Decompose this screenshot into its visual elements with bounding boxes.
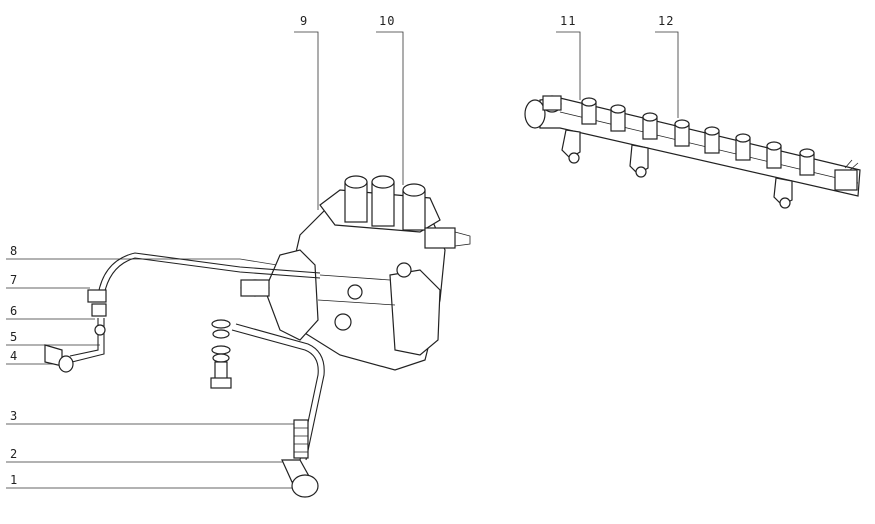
callout-label-11: 11 — [560, 14, 576, 28]
callout-2: 2 — [6, 447, 285, 463]
callout-label-4: 4 — [10, 349, 18, 363]
callout-label-10: 10 — [379, 14, 395, 28]
callout-label-12: 12 — [658, 14, 674, 28]
fuel-pipe-lower — [210, 319, 325, 498]
callout-1: 1 — [6, 473, 300, 489]
fuel-pipe-upper — [44, 252, 321, 373]
callout-10: 10 — [376, 14, 404, 185]
callout-9: 9 — [294, 14, 319, 210]
fuel-rail — [524, 95, 861, 209]
callout-label-9: 9 — [300, 14, 308, 28]
callout-5: 5 — [6, 330, 100, 346]
callout-label-1: 1 — [10, 473, 18, 487]
callout-8: 8 — [6, 244, 321, 273]
callout-label-6: 6 — [10, 304, 18, 318]
callout-label-2: 2 — [10, 447, 18, 461]
callout-4: 4 — [6, 349, 55, 365]
callout-label-7: 7 — [10, 273, 18, 287]
callout-label-8: 8 — [10, 244, 18, 258]
callout-label-5: 5 — [10, 330, 18, 344]
callout-3: 3 — [6, 409, 300, 425]
injection-pump — [240, 175, 471, 371]
callout-11: 11 — [556, 14, 581, 100]
callout-12: 12 — [655, 14, 679, 118]
callout-label-3: 3 — [10, 409, 18, 423]
callout-6: 6 — [6, 304, 95, 320]
callout-7: 7 — [6, 273, 90, 289]
delivery-valves — [344, 175, 426, 231]
rail-outlets — [581, 97, 815, 176]
